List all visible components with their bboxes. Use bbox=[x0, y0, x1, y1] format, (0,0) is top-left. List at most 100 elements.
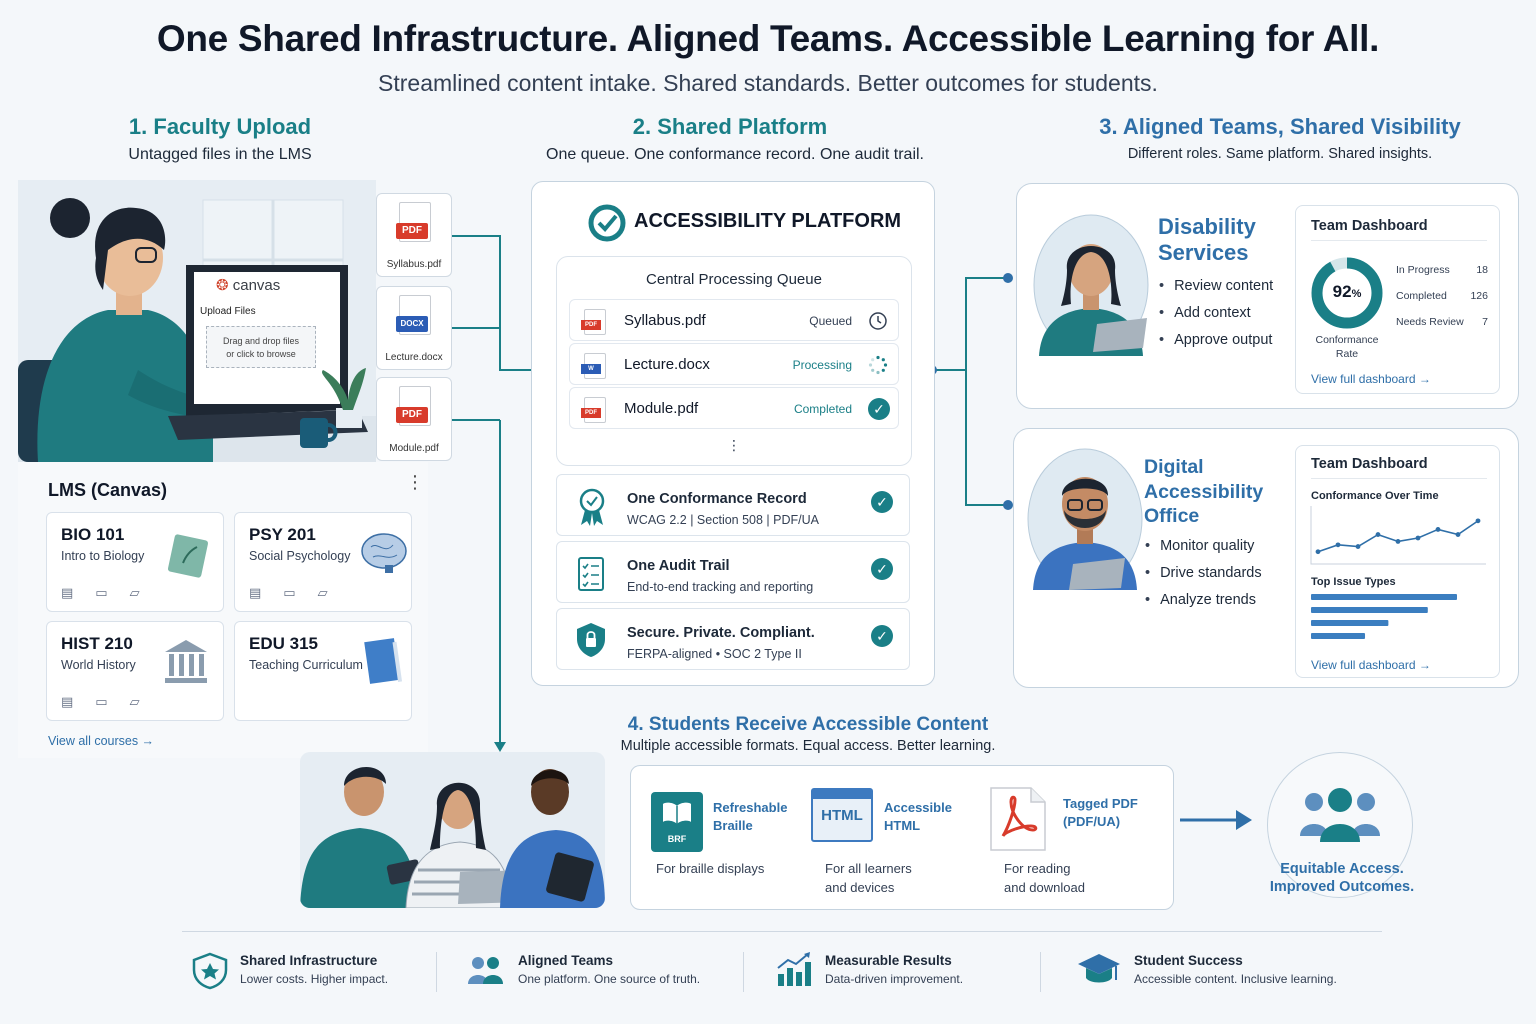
file-tag: PDF bbox=[581, 320, 601, 330]
chat-icon[interactable]: ▭ bbox=[95, 694, 108, 709]
queue-file-name: Module.pdf bbox=[624, 400, 699, 417]
chat-icon[interactable]: ▭ bbox=[95, 585, 108, 600]
canvas-logo: ❂ canvas bbox=[216, 276, 280, 294]
footer-item-student-success: Student Success Accessible content. Incl… bbox=[1134, 953, 1337, 986]
file-tag: DOCX bbox=[396, 316, 428, 332]
course-card-edu315[interactable]: EDU 315 Teaching Curriculum bbox=[234, 621, 412, 721]
team-name-line: Accessibility bbox=[1144, 480, 1264, 503]
canvas-logo-text: canvas bbox=[232, 277, 281, 294]
feature-title: Secure. Private. Compliant. bbox=[627, 625, 815, 641]
view-full-dashboard-link[interactable]: View full dashboard → bbox=[1311, 658, 1431, 672]
outcome-line: Equitable Access. bbox=[1280, 861, 1404, 877]
queue-more-icon[interactable]: ⋮ bbox=[727, 437, 741, 453]
section2-subtitle: One queue. One conformance record. One a… bbox=[546, 146, 924, 163]
faculty-illustration: ❂ canvas Upload Files Drag and drop file… bbox=[18, 180, 376, 462]
task-item: Drive standards bbox=[1145, 565, 1262, 592]
pdf-file-icon: PDF bbox=[396, 202, 431, 242]
rate-number: 92 bbox=[1332, 282, 1352, 301]
queue-row-lecture[interactable]: W Lecture.docx Processing bbox=[569, 343, 899, 385]
footer-item-aligned-teams: Aligned Teams One platform. One source o… bbox=[518, 953, 700, 986]
chat-icon[interactable]: ▭ bbox=[283, 585, 296, 600]
file-card-syllabus[interactable]: PDF Syllabus.pdf bbox=[376, 193, 452, 277]
lms-menu-icon[interactable]: ⋮ bbox=[406, 472, 424, 492]
canvas-logo-icon: ❂ bbox=[216, 277, 229, 294]
format-icon-label: HTML bbox=[821, 807, 863, 824]
conformance-point bbox=[1475, 518, 1481, 524]
pdf-file-icon: PDF bbox=[396, 386, 431, 426]
lms-panel: LMS (Canvas) ⋮ BIO 101 Intro to Biology … bbox=[18, 462, 428, 758]
course-card-psy201[interactable]: PSY 201 Social Psychology ▤ ▭ ▱ bbox=[234, 512, 412, 612]
course-card-hist210[interactable]: HIST 210 World History ▤▭▱ bbox=[46, 621, 224, 721]
footer-title: Shared Infrastructure bbox=[240, 953, 378, 968]
section3-subtitle: Different roles. Same platform. Shared i… bbox=[1127, 146, 1433, 162]
queue-file-name: Syllabus.pdf bbox=[624, 312, 706, 329]
conformance-chart-title: Conformance Over Time bbox=[1311, 490, 1439, 502]
shield-star-icon bbox=[192, 952, 228, 990]
conformance-series-line bbox=[1317, 520, 1479, 553]
folder-icon[interactable]: ▱ bbox=[129, 585, 140, 600]
footer-subtitle: Data-driven improvement. bbox=[825, 972, 964, 986]
footer-separator bbox=[1040, 952, 1041, 992]
conformance-rate-value: 92% bbox=[1306, 282, 1388, 302]
team-name-line: Office bbox=[1144, 505, 1200, 527]
folder-icon[interactable]: ▱ bbox=[317, 585, 328, 600]
tagged-pdf-icon bbox=[990, 787, 1046, 851]
team-name-line: Disability bbox=[1158, 214, 1256, 239]
stat-label: In Progress bbox=[1396, 264, 1450, 276]
stat-label: Completed bbox=[1396, 290, 1447, 302]
course-name: Social Psychology bbox=[249, 549, 351, 563]
conformance-point bbox=[1315, 549, 1321, 555]
document-icon[interactable]: ▤ bbox=[249, 585, 262, 600]
format-title-pdf: Tagged PDF (PDF/UA) bbox=[1063, 795, 1138, 831]
issues-chart-title: Top Issue Types bbox=[1311, 576, 1396, 588]
course-card-bio101[interactable]: BIO 101 Intro to Biology ▤ ▭ ▱ bbox=[46, 512, 224, 612]
file-name: Syllabus.pdf bbox=[386, 259, 442, 270]
footer-title: Aligned Teams bbox=[518, 953, 614, 968]
document-icon[interactable]: ▤ bbox=[61, 694, 74, 709]
rate-unit: % bbox=[1351, 288, 1362, 300]
stat-label: Needs Review bbox=[1396, 316, 1464, 328]
footer-divider-line bbox=[182, 931, 1382, 932]
queue-row-module[interactable]: PDF Module.pdf Completed ✓ bbox=[569, 387, 899, 429]
queue-row-syllabus[interactable]: PDF Syllabus.pdf Queued bbox=[569, 299, 899, 341]
view-full-dashboard-link[interactable]: View full dashboard → bbox=[1311, 372, 1431, 386]
accessible-formats-panel: BRF Refreshable Braille For braille disp… bbox=[630, 765, 1174, 910]
section4-title: 4. Students Receive Accessible Content bbox=[627, 714, 989, 735]
course-code: PSY 201 bbox=[249, 525, 316, 544]
accessibility-platform-panel: ACCESSIBILITY PLATFORM Central Processin… bbox=[531, 181, 935, 686]
dashboard-divider bbox=[1311, 240, 1487, 241]
shield-lock-icon bbox=[577, 623, 605, 657]
file-card-module[interactable]: PDF Module.pdf bbox=[376, 377, 452, 461]
canvas-dropzone[interactable]: Drag and drop files or click to browse bbox=[206, 326, 316, 368]
dashboard-title: Team Dashboard bbox=[1311, 456, 1428, 472]
course-code: HIST 210 bbox=[61, 634, 133, 653]
footer-title: Student Success bbox=[1134, 953, 1243, 968]
outcome-text: Equitable Access. Improved Outcomes. bbox=[1230, 860, 1454, 896]
braille-book-icon: BRF bbox=[651, 792, 703, 852]
file-card-lecture[interactable]: DOCX Lecture.docx bbox=[376, 286, 452, 370]
stat-value: 7 bbox=[1482, 316, 1488, 328]
format-title-braille: Refreshable Braille bbox=[713, 799, 787, 835]
queue-title: Central Processing Queue bbox=[646, 271, 822, 288]
queue-status: Processing bbox=[792, 358, 852, 372]
folder-icon[interactable]: ▱ bbox=[129, 694, 140, 709]
format-title-line: (PDF/UA) bbox=[1063, 814, 1121, 829]
footer-title: Measurable Results bbox=[825, 953, 952, 968]
conformance-point bbox=[1455, 532, 1461, 537]
digital-accessibility-office-avatar bbox=[1027, 448, 1143, 590]
file-tag: W bbox=[581, 364, 601, 374]
group-people-icon bbox=[1300, 788, 1380, 842]
document-icon[interactable]: ▤ bbox=[61, 585, 74, 600]
format-title-html: Accessible HTML bbox=[884, 799, 952, 835]
footer-subtitle: Accessible content. Inclusive learning. bbox=[1134, 972, 1337, 986]
issue-type-bar bbox=[1311, 594, 1457, 600]
feature-subtitle: WCAG 2.2 | Section 508 | PDF/UA bbox=[627, 513, 819, 527]
course-name: Intro to Biology bbox=[61, 549, 145, 563]
conformance-over-time-chart bbox=[1310, 506, 1486, 565]
feature-subtitle: End-to-end tracking and reporting bbox=[627, 580, 814, 594]
growth-chart-icon bbox=[777, 952, 811, 986]
course-code: BIO 101 bbox=[61, 525, 125, 544]
format-sub-braille: For braille displays bbox=[656, 859, 764, 878]
view-all-courses-link[interactable]: View all courses → bbox=[48, 734, 155, 748]
dashboard-title: Team Dashboard bbox=[1311, 218, 1428, 234]
